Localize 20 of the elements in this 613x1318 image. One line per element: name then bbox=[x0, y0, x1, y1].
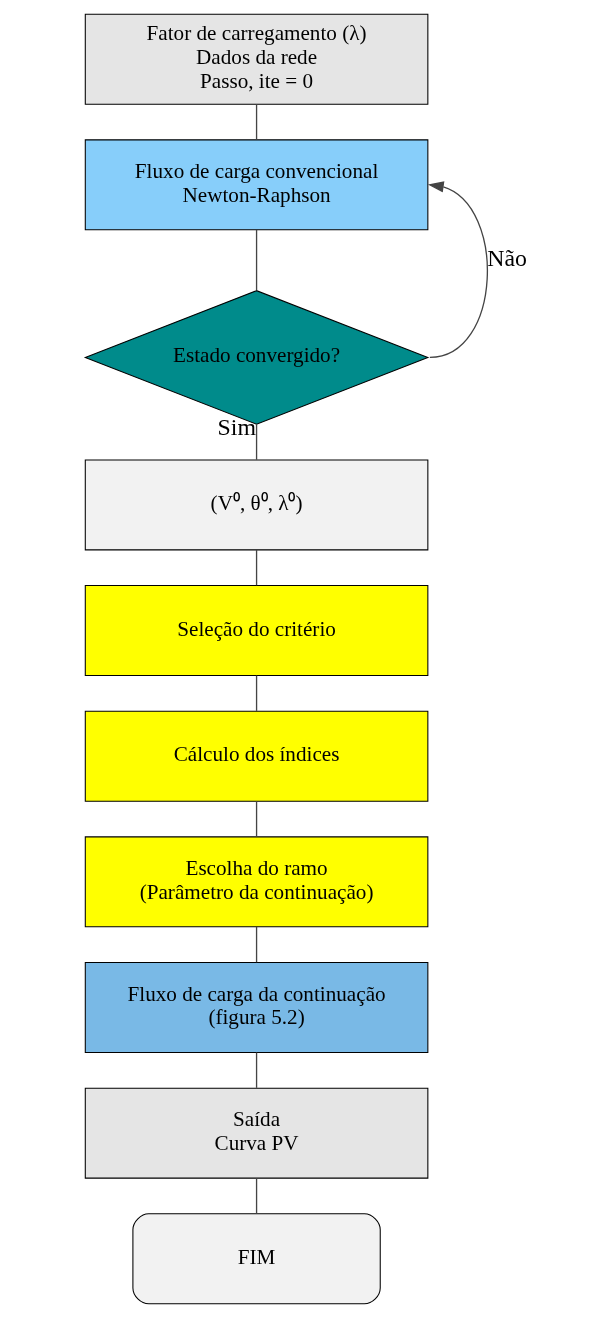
node-box: Fluxo de carga da continuação (figura 5.2) bbox=[84, 962, 429, 1053]
node-box: (V⁰, θ⁰, λ⁰) bbox=[84, 459, 429, 551]
arrow bbox=[427, 181, 488, 359]
node-box: Seleção do critério bbox=[84, 585, 429, 677]
connector bbox=[255, 423, 258, 461]
node-box: FIM bbox=[132, 1213, 381, 1305]
connector bbox=[255, 926, 258, 963]
connector bbox=[255, 549, 258, 586]
connector bbox=[255, 674, 258, 712]
node-box: Fluxo de carga convencional Newton-Raphson bbox=[84, 139, 429, 231]
connector bbox=[255, 229, 258, 291]
node-box: Saída Curva PV bbox=[84, 1087, 429, 1179]
connector bbox=[255, 1177, 258, 1215]
node-box: Fator de carregamento (λ) Dados da rede Passo, ite = 0 bbox=[84, 13, 429, 105]
node-box: Escolha do ramo (Parâmetro da continuação) bbox=[84, 836, 429, 928]
connector bbox=[255, 800, 258, 838]
node-box: Cálculo dos índices bbox=[84, 710, 429, 802]
edge-label: Não bbox=[487, 245, 528, 272]
connector bbox=[255, 103, 258, 141]
connector bbox=[255, 1051, 258, 1089]
